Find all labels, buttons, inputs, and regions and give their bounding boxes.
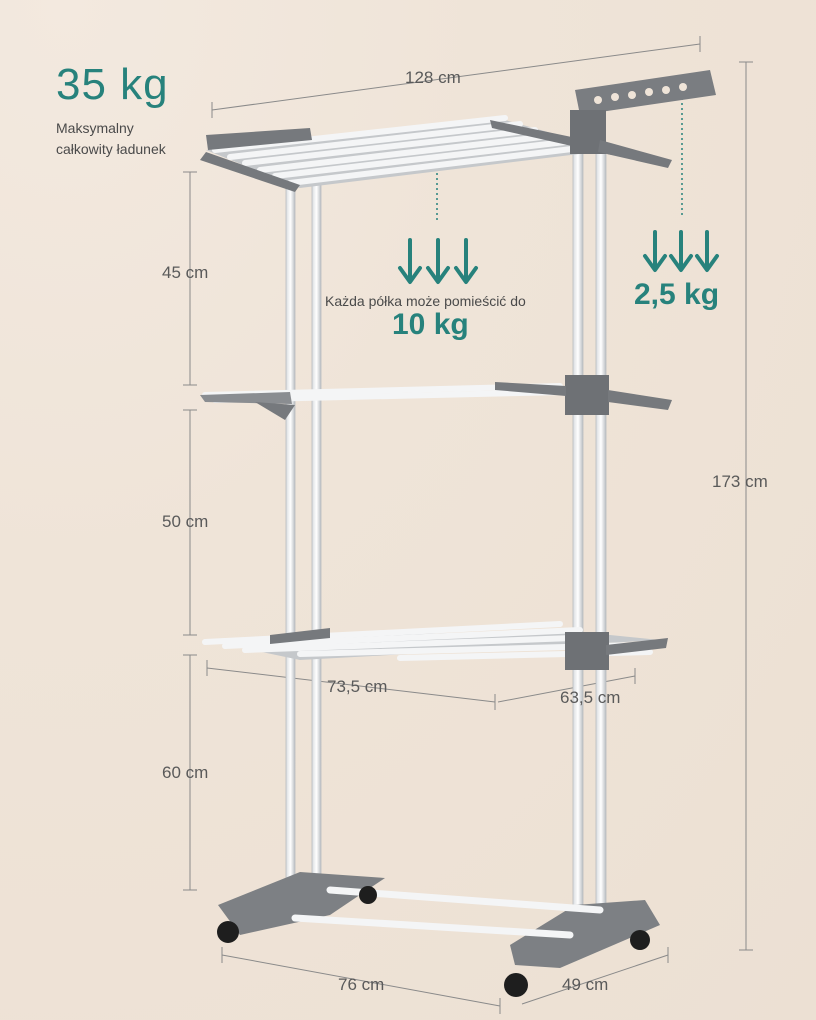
arm-load-arrows — [643, 230, 719, 272]
shelf-length-label: 73,5 cm — [327, 677, 388, 696]
load-indicators — [398, 88, 719, 284]
total-load-value: 35 kg — [56, 60, 169, 109]
top-width-label: 128 cm — [405, 68, 461, 87]
shelf-load-value: 10 kg — [392, 308, 469, 341]
shelf-load-arrows — [398, 238, 478, 284]
dimension-lines — [183, 36, 753, 1014]
top-right-arm — [570, 70, 716, 168]
total-height-label: 173 cm — [712, 472, 768, 491]
rack-base — [217, 872, 660, 997]
top-shelf — [200, 115, 612, 192]
shelf-load-caption: Każda półka może pomieścić do — [325, 293, 526, 309]
rack-poles — [285, 144, 607, 926]
base-depth-label: 49 cm — [562, 975, 609, 994]
tier3-height-label: 60 cm — [162, 763, 209, 782]
base-length-label: 76 cm — [338, 975, 385, 994]
shelf-depth-label: 63,5 cm — [560, 688, 621, 707]
total-load-caption: Maksymalny całkowity ładunek — [56, 120, 166, 157]
tier2-height-label: 50 cm — [162, 512, 209, 531]
middle-shelf — [200, 375, 672, 420]
bottom-shelf — [202, 621, 668, 670]
arm-load-value: 2,5 kg — [634, 278, 720, 311]
tier1-height-label: 45 cm — [162, 263, 209, 282]
